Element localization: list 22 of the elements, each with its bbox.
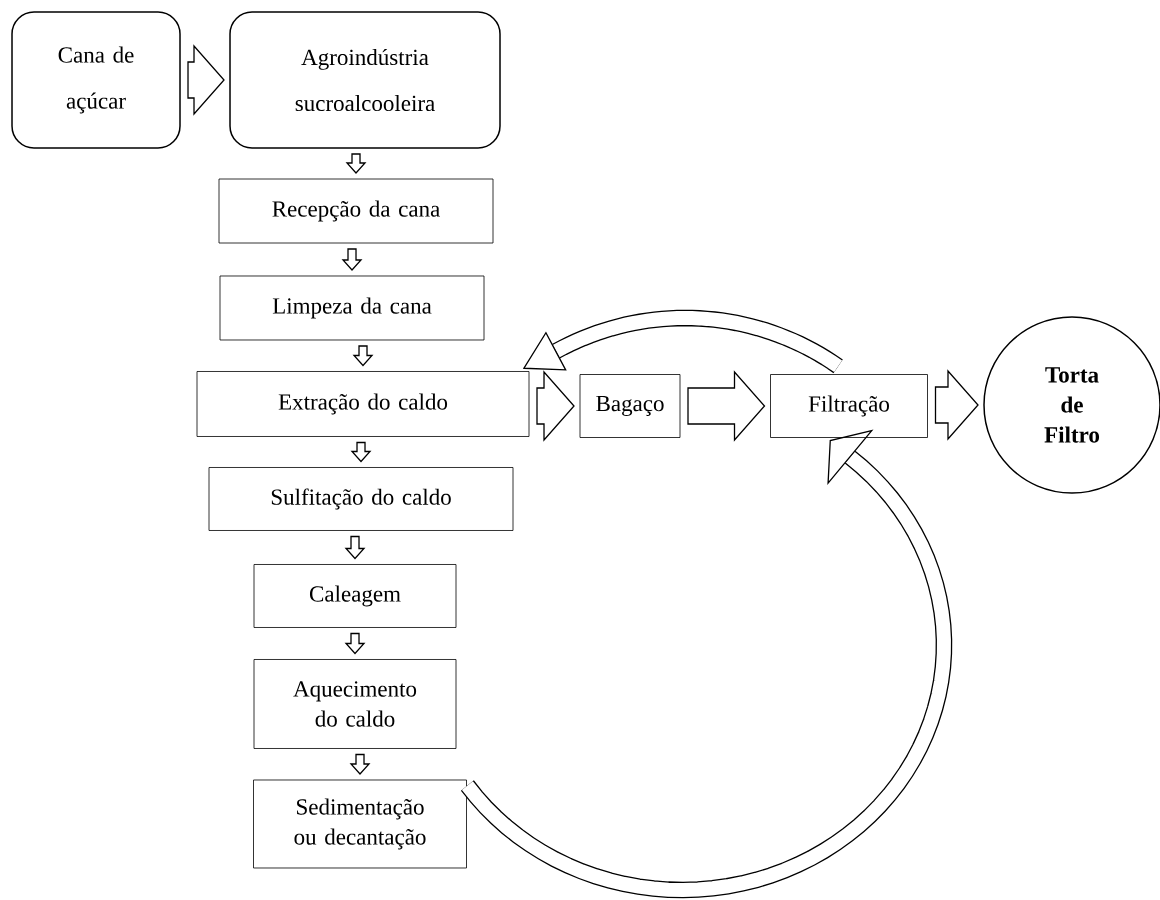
block-arrow — [687, 370, 766, 442]
process-box: Recepção da cana — [218, 178, 494, 244]
process-box: Extração do caldo — [196, 371, 530, 437]
process-box: Aquecimento do caldo — [253, 659, 457, 749]
process-box: Sedimentação ou decantação — [253, 779, 467, 869]
rounded-box: Agroindústria sucroalcooleira — [229, 11, 501, 149]
block-arrow — [345, 153, 367, 174]
process-box: Filtração — [770, 374, 928, 438]
process-box: Limpeza da cana — [219, 275, 485, 341]
block-arrow — [349, 753, 371, 775]
block-arrow — [344, 632, 366, 655]
block-arrow — [187, 44, 225, 116]
rounded-box: Cana de açúcar — [11, 11, 181, 149]
process-box: Sulfitação do caldo — [208, 467, 514, 531]
block-arrow — [341, 248, 363, 271]
block-arrow — [934, 369, 979, 441]
block-arrow — [350, 441, 372, 463]
process-box: Bagaço — [579, 374, 681, 438]
block-arrow — [536, 370, 575, 442]
process-box: Caleagem — [253, 564, 457, 628]
block-arrow — [344, 535, 366, 560]
block-arrow — [352, 345, 374, 367]
